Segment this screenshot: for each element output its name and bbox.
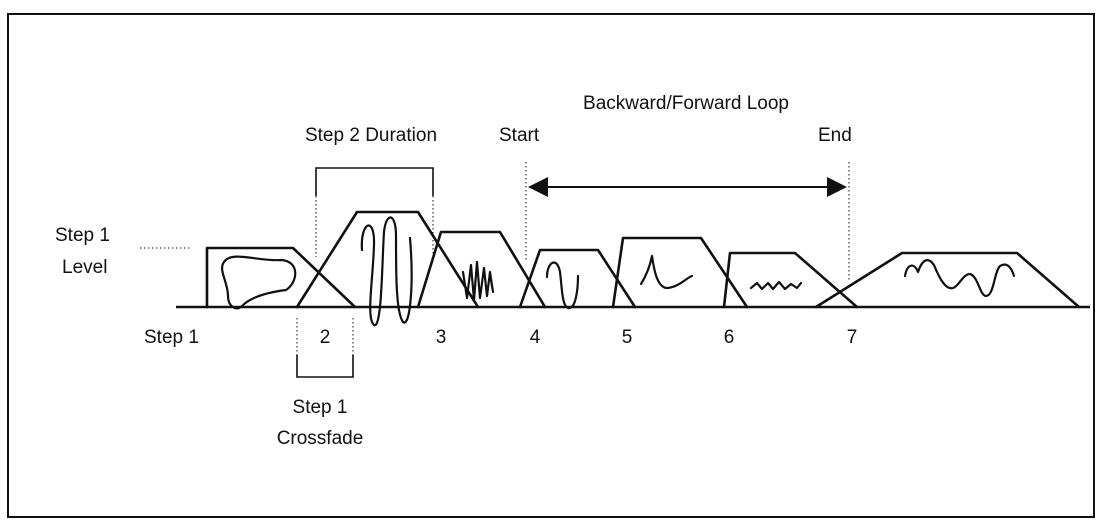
step2-duration-bracket [316,168,433,196]
step-label-3: 3 [436,327,447,348]
waveform-step-2 [362,217,412,325]
step1-level-label-line2: Level [62,257,107,278]
waveform-step-5 [641,256,692,288]
waveform-step-4 [547,263,578,309]
step-label-1: Step 1 [144,327,199,348]
step-label-5: 5 [622,327,633,348]
waveform-step-7 [905,260,1014,296]
loop-start-label: Start [499,125,540,146]
waveform-step-6 [751,282,801,289]
waveform-step-1 [222,257,295,309]
envelope-step-2 [297,212,478,307]
loop-title: Backward/Forward Loop [583,93,789,114]
step1-crossfade-bracket [297,355,353,377]
envelope-step-7 [816,253,1079,307]
loop-end-label: End [818,125,852,146]
step-label-2: 2 [320,327,331,348]
step-label-7: 7 [847,327,858,348]
step1-crossfade-label-line1: Step 1 [293,397,348,418]
step2-duration-label: Step 2 Duration [305,125,437,146]
step-label-6: 6 [724,327,735,348]
step-label-4: 4 [530,327,541,348]
envelope-step-6 [724,253,857,307]
step1-crossfade-label-line2: Crossfade [277,428,364,449]
step1-level-label-line1: Step 1 [55,225,110,246]
waveform-step-3 [463,262,493,300]
